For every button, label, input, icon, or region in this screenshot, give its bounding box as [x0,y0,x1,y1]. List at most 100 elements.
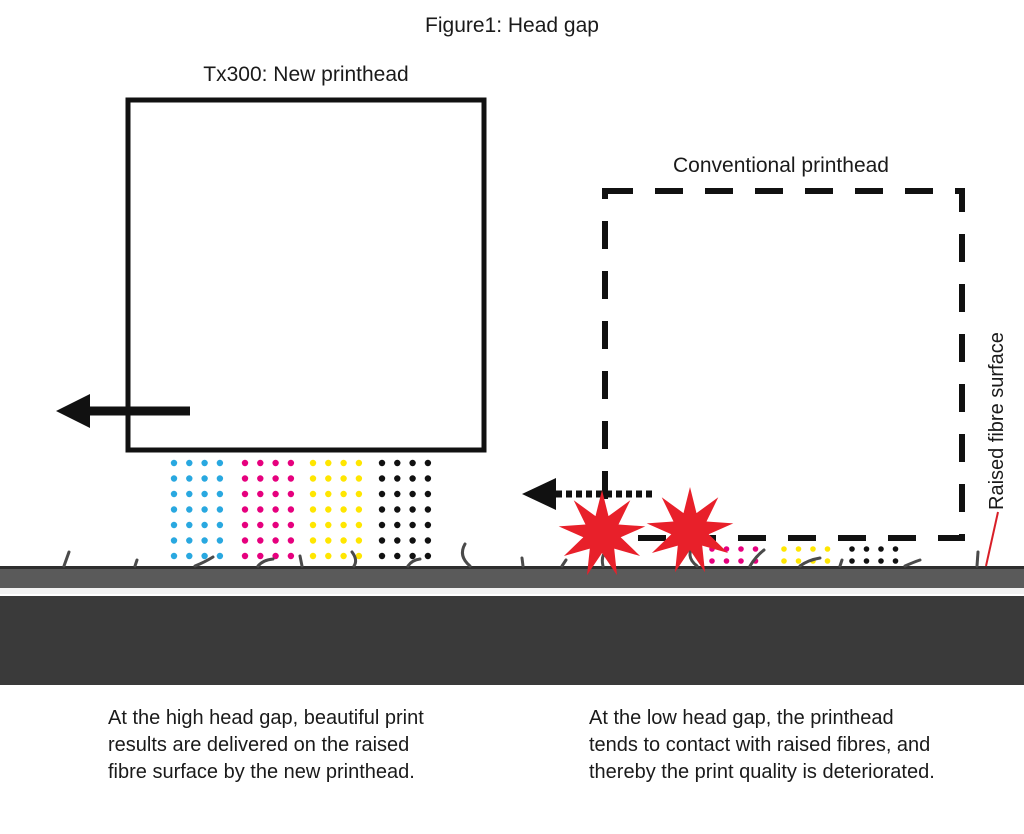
magenta-ink-dot [272,537,279,544]
fibre-strand [838,558,844,568]
yellow-ink-dot [355,552,363,560]
magenta-ink-dot [241,475,249,482]
cyan-ink-dot [170,537,178,544]
yellow-ink-dot [309,459,317,467]
black-ink-dot [409,506,416,513]
yellow-ink-dot [309,537,317,544]
yellow-ink-dot [325,552,332,560]
yellow-ink-dot [309,475,317,482]
magenta-ink-dot [257,490,264,498]
black-ink-dot [394,506,401,513]
yellow-ink-dot [340,506,347,513]
yellow-ink-dot [795,558,802,564]
yellow-ink-dot [355,475,363,482]
cyan-ink-dot [216,459,224,467]
yellow-ink-dot [309,490,317,498]
magenta-ink-dot [241,490,249,498]
cyan-ink-dot [201,506,208,513]
black-ink-dot [424,521,432,529]
magenta-ink-dot [272,506,279,513]
magenta-ink-dot [257,506,264,513]
yellow-ink-dot [355,521,363,529]
caption-low-head-gap: At the low head gap, the printhead tends … [589,705,1009,786]
fibre-strand [62,550,71,568]
black-ink-dot [863,558,870,564]
magenta-ink-dot [709,558,715,564]
magenta-ink-dot [257,459,264,467]
magenta-ink-dot [257,552,264,560]
yellow-ink-dot [355,490,363,498]
black-ink-dot [394,552,401,560]
cyan-ink-dot [170,521,178,529]
arrow-left-icon [56,394,190,428]
magenta-ink-dot [272,552,279,560]
magenta-ink-dot [272,475,279,482]
cyan-ink-dot [186,537,193,544]
magenta-ink-dot [287,459,295,467]
yellow-ink-dot [325,506,332,513]
yellow-ink-dot [824,558,831,564]
cyan-ink-dot [216,552,224,560]
cyan-ink-dot [186,552,193,560]
black-ink-dot [409,490,416,498]
cyan-ink-dot [170,475,178,482]
cyan-ink-dot [201,521,208,529]
yellow-ink-dot [810,546,816,552]
cyan-ink-dot [186,521,193,529]
black-ink-dot [394,475,401,482]
magenta-ink-dot [287,506,295,513]
yellow-ink-dot [355,506,363,513]
yellow-ink-dot [340,521,347,529]
surface-label: Raised fibre surface [986,332,1008,510]
yellow-ink-dot [340,490,347,498]
magenta-ink-dot [287,490,295,498]
yellow-ink-dot [824,546,831,552]
fibre-strand [798,556,822,568]
magenta-ink-dot [241,459,249,467]
magenta-ink-dot [257,521,264,529]
magenta-ink-dot [738,558,744,564]
black-ink-dot [409,459,416,467]
yellow-ink-dot [340,537,347,544]
cyan-ink-dot [186,475,193,482]
yellow-ink-dot [781,546,787,552]
yellow-ink-dot [340,475,347,482]
surface-leader-line [985,511,999,567]
dotted-arrow-left-icon [522,478,652,510]
cyan-ink-dot [170,490,178,498]
fibre-strand [193,555,215,568]
yellow-ink-dot [355,537,363,544]
caption-line: At the low head gap, the printhead [589,707,894,729]
contact-burst-icon [558,487,734,576]
black-ink-dot [863,546,870,552]
magenta-ink-dot [257,475,264,482]
magenta-ink-dot [287,552,295,560]
conventional-printhead-label: Conventional printhead [673,154,889,177]
cyan-ink-dot [186,490,193,498]
black-ink-dot [892,546,899,552]
cyan-ink-dot [201,459,208,467]
magenta-ink-dot [241,537,249,544]
black-ink-dot [378,521,386,529]
black-ink-dot [378,552,386,560]
contact-burst-icon [646,487,734,573]
magenta-ink-dot [257,537,264,544]
black-ink-dot [394,490,401,498]
black-ink-dot [424,475,432,482]
black-ink-dot [892,558,899,564]
black-ink-dot [409,552,416,560]
magenta-ink-dot [738,546,744,552]
yellow-ink-dot [325,459,332,467]
fibre-strand [520,556,525,568]
ink-dots-conventional-printhead [709,546,899,564]
cyan-ink-dot [216,475,224,482]
figure-title: Figure1: Head gap [425,14,599,37]
black-ink-dot [849,546,855,552]
black-ink-dot [378,475,386,482]
cyan-ink-dot [170,552,178,560]
contact-burst-icon [558,490,646,576]
black-ink-dot [409,521,416,529]
caption-line: tends to contact with raised fibres, and [589,734,931,756]
yellow-ink-dot [309,552,317,560]
